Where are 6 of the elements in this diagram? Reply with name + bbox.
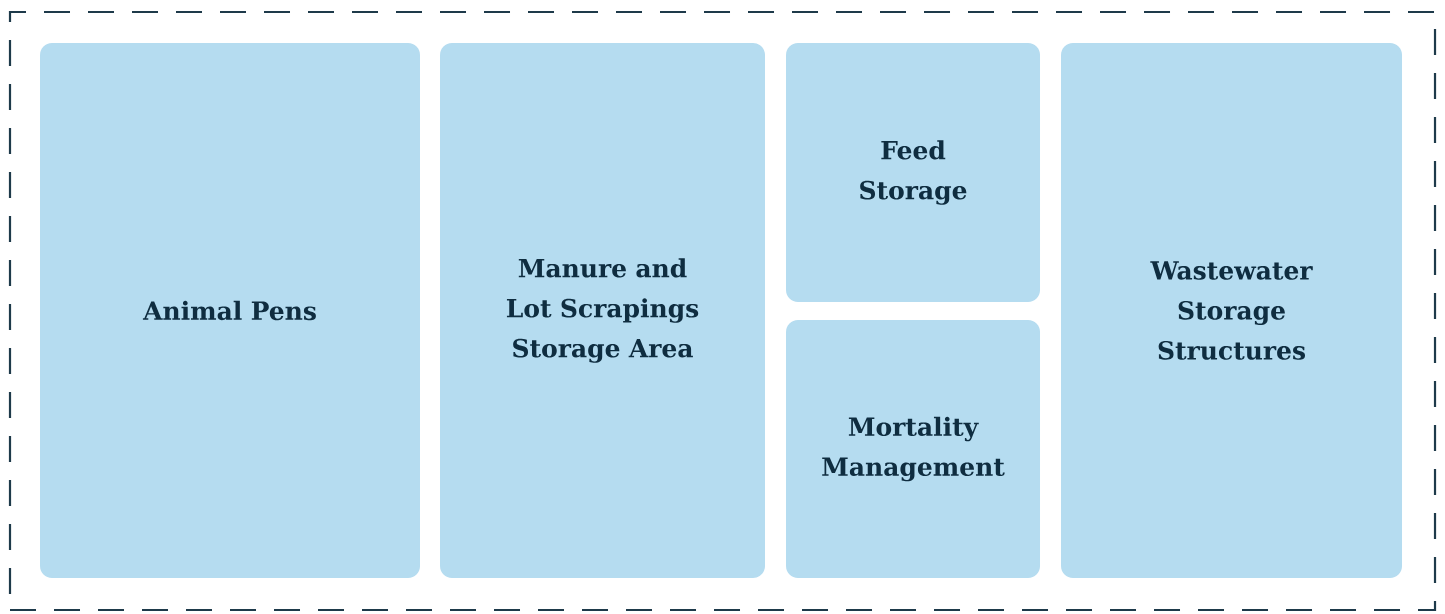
area-box: Mortality Management [786, 320, 1040, 578]
area-box: Animal Pens [40, 43, 420, 578]
dashed-boundary [8, 10, 1437, 612]
area-box: Manure and Lot Scrapings Storage Area [440, 43, 765, 578]
area-box: Wastewater Storage Structures [1061, 43, 1402, 578]
area-box: Feed Storage [786, 43, 1040, 302]
